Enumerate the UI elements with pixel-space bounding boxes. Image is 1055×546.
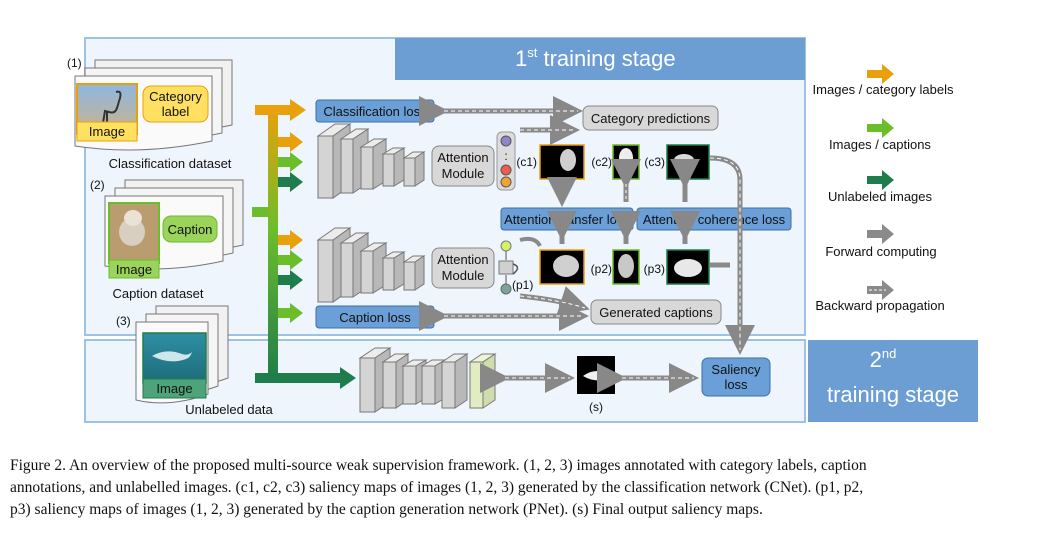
legend-unlabeled: Unlabeled images: [828, 189, 933, 204]
caption-line-1: Figure 2. An overview of the proposed mu…: [10, 457, 867, 474]
cnet-attention-module: [431, 145, 495, 187]
dataset-3-name: Unlabeled data: [185, 402, 273, 417]
classification-loss-label: Classification loss: [323, 104, 427, 119]
arrow-to-classification-loss: [255, 99, 306, 121]
legend-backward: Backward propagation: [815, 298, 944, 313]
dataset-1-marker: (1): [67, 56, 82, 70]
image-label-1: Image: [89, 124, 125, 139]
legend-images-captions: Images / captions: [829, 137, 931, 152]
label-c1: (c1): [516, 155, 537, 169]
arrow-to-saliency-net: [255, 367, 356, 389]
saliency-loss-box: [701, 357, 771, 397]
stage2-header: [808, 340, 978, 422]
arrow-pnet-green: [278, 250, 303, 270]
legend-images-category: Images / category labels: [813, 82, 954, 97]
cnet-conv-stack: [316, 123, 426, 199]
image-label-3: Image: [156, 381, 192, 396]
pnet-attention-line2: Module: [442, 268, 485, 283]
cnet-attention-line2: Module: [442, 166, 485, 181]
label-p3: (p3): [644, 262, 665, 276]
image-tag-1: [76, 121, 138, 142]
legend-green-arrow: [867, 118, 894, 138]
image-tag-3: [142, 378, 207, 399]
input-router: [252, 99, 356, 389]
arrow-cnet-darkgreen: [278, 172, 303, 192]
caption-loss-label: Caption loss: [339, 310, 411, 325]
legend-orange-arrow: [867, 64, 894, 84]
dataset-3-marker: (3): [116, 314, 131, 328]
cnet-output-vector: :: [496, 131, 516, 191]
stage1-header: [395, 38, 805, 80]
label-p1: (p1): [512, 278, 533, 292]
category-label-box: [142, 85, 209, 123]
label-s: (s): [589, 400, 603, 414]
legend: Images / category labels Images / captio…: [813, 64, 954, 313]
category-predictions-box: [582, 105, 719, 131]
legend-darkgreen-arrow: [867, 170, 894, 190]
category-label-line1: Category: [149, 89, 202, 104]
cnet-attention-line1: Attention: [437, 150, 488, 165]
caption-tag-box: [162, 215, 218, 243]
arrow-to-caption-loss: [278, 303, 303, 323]
image-tag-2: [108, 259, 160, 279]
label-p2: (p2): [591, 262, 612, 276]
category-predictions-label: Category predictions: [591, 111, 711, 126]
dataset-1: (1) Image Category label Classification …: [67, 56, 233, 171]
flow-arrows: [419, 96, 755, 393]
generated-captions-box: [590, 299, 722, 325]
arrow-pnet-orange: [278, 230, 303, 250]
stage2-title: training stage: [827, 382, 959, 407]
image-label-2: Image: [116, 262, 152, 277]
pnet-attention-line1: Attention: [437, 252, 488, 267]
caption-tag-label: Caption: [168, 222, 213, 237]
arrow-dataset2-in: [252, 207, 268, 217]
pnet-conv-stack: [316, 227, 426, 303]
pnet-lstm-unit: [498, 240, 519, 295]
caption-line-3: p3) saliency maps of images (1, 2, 3) ge…: [10, 501, 763, 518]
stage2-number: 2nd: [870, 346, 897, 372]
arrow-cnet-green: [278, 152, 303, 172]
dataset-1-name: Classification dataset: [109, 156, 232, 171]
figure-caption: Figure 2. An overview of the proposed mu…: [10, 455, 1040, 521]
label-c3: (c3): [644, 155, 665, 169]
caption-line-2: annotations, and unlabelled images. (c1,…: [10, 479, 864, 496]
pnet-attention-module: [431, 247, 495, 289]
generated-captions-label: Generated captions: [599, 305, 713, 320]
category-label-line2: label: [162, 104, 190, 119]
framework-diagram: 1st training stage 2nd training stage (1…: [67, 37, 978, 423]
stage1-title: 1st training stage: [515, 45, 676, 71]
legend-forward: Forward computing: [825, 244, 936, 259]
arrow-pnet-darkgreen: [278, 270, 303, 290]
legend-forward-arrow: [867, 224, 894, 244]
dataset-3: (3) Image Unlabeled data: [116, 305, 273, 417]
svg-text::: :: [504, 149, 507, 163]
dataset-2-marker: (2): [90, 178, 105, 192]
arrow-cnet-orange: [278, 132, 303, 152]
saliency-conv-stack: [358, 347, 497, 413]
label-c2: (c2): [591, 155, 612, 169]
saliency-loss-line1: Saliency: [711, 362, 761, 377]
dataset-2-name: Caption dataset: [112, 286, 203, 301]
attention-transfer-loss-label: Attention transfer loss: [504, 212, 630, 227]
input-trunk: [268, 108, 278, 380]
saliency-loss-line2: loss: [724, 377, 748, 392]
dataset-2: (2) Image Caption Caption dataset: [90, 178, 244, 301]
attention-coherence-loss-label: Attention coherence loss: [643, 212, 786, 227]
